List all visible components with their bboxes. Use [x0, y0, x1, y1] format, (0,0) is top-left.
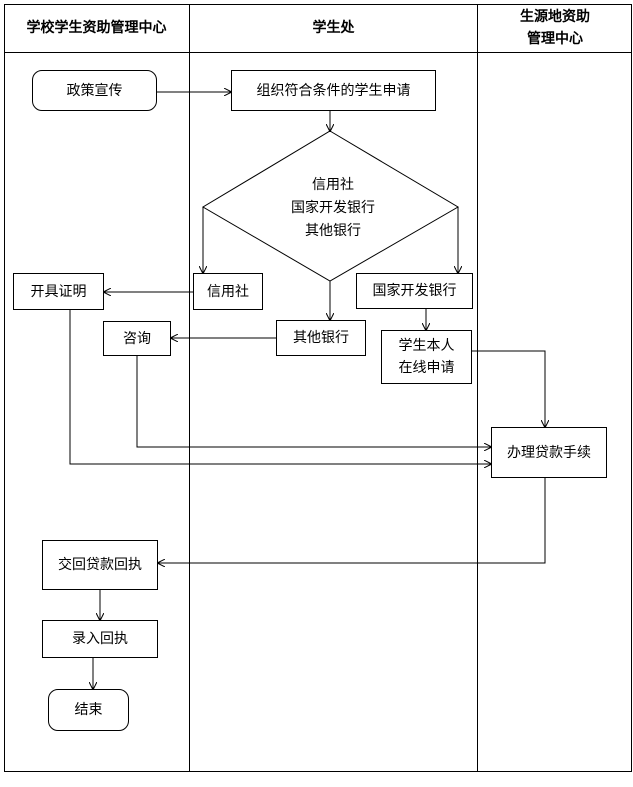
swimlane-frame — [4, 4, 632, 772]
lane-title-school: 学校学生资助管理中心 — [26, 20, 167, 36]
lane-divider-1 — [189, 4, 190, 772]
arrow-loan-to-return — [158, 478, 546, 563]
node-online-apply: 学生本人 在线申请 — [381, 330, 472, 384]
node-consult: 咨询 — [103, 321, 171, 356]
node-certificate: 开具证明 — [13, 273, 104, 310]
header-divider — [4, 52, 632, 53]
decision-label: 信用社 国家开发银行 其他银行 — [259, 174, 407, 243]
node-end: 结束 — [48, 689, 129, 731]
arrow-consult-to-loan — [136, 356, 491, 447]
lane-title-origin: 生源地资助 管理中心 — [478, 4, 632, 52]
lane-title-origin-line2: 管理中心 — [527, 31, 583, 47]
decision-line-1: 信用社 — [312, 177, 354, 193]
decision-line-2: 国家开发银行 — [291, 200, 375, 216]
node-policy: 政策宣传 — [32, 70, 157, 111]
node-loan-process: 办理贷款手续 — [491, 427, 607, 478]
node-cdb: 国家开发银行 — [356, 273, 473, 309]
node-credit-union: 信用社 — [193, 273, 263, 310]
node-online-line-2: 在线申请 — [398, 360, 455, 376]
lane-divider-2 — [477, 4, 478, 772]
node-return-receipt: 交回贷款回执 — [42, 540, 158, 590]
decision-line-3: 其他银行 — [305, 223, 361, 239]
lane-title-student-office: 学生处 — [312, 20, 355, 36]
node-organize: 组织符合条件的学生申请 — [231, 70, 436, 111]
node-online-line-1: 学生本人 — [398, 338, 455, 354]
node-other-bank: 其他银行 — [276, 320, 366, 356]
node-record-receipt: 录入回执 — [42, 620, 158, 658]
arrow-certificate-to-loan — [69, 310, 491, 464]
lane-title-origin-line1: 生源地资助 — [520, 9, 590, 25]
arrow-online-to-loan — [472, 350, 545, 427]
